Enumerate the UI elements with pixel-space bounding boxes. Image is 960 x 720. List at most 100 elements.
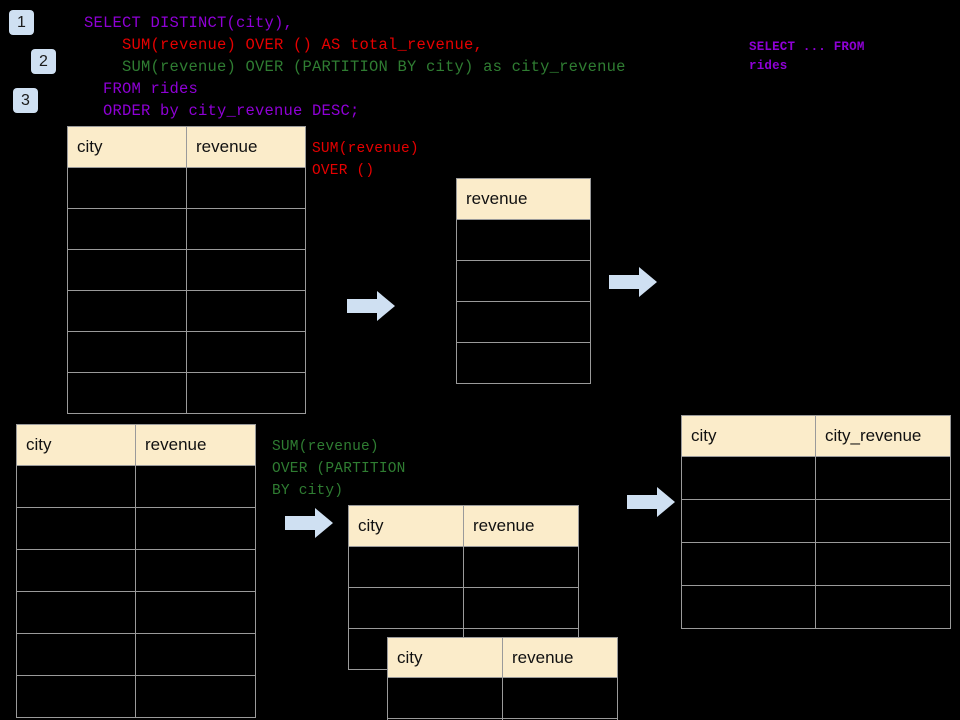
- column-header-revenue: revenue: [463, 505, 579, 547]
- cell-revenue: [135, 675, 256, 718]
- cell-city: [681, 499, 816, 543]
- column-header-revenue: revenue: [502, 637, 618, 678]
- column-header-city: city: [387, 637, 503, 678]
- cell-revenue: [463, 587, 579, 629]
- step-badge-3: 3: [13, 88, 38, 113]
- table-row: [681, 542, 951, 586]
- cell-city: [67, 290, 187, 332]
- table-row: [456, 260, 591, 302]
- table-row: [16, 591, 256, 634]
- cell-city: [67, 208, 187, 250]
- table-row: [681, 499, 951, 543]
- table-header-row: city revenue: [67, 126, 306, 168]
- table-header-row: revenue: [456, 178, 591, 220]
- table-row: [67, 249, 306, 291]
- cell-city: [67, 249, 187, 291]
- cell-revenue: [502, 718, 618, 720]
- cell-revenue: [463, 546, 579, 588]
- sql-line-order-by: ORDER by city_revenue DESC;: [84, 102, 360, 120]
- cell-city: [681, 585, 816, 629]
- cell-revenue: [186, 249, 306, 291]
- table-body: [16, 465, 256, 718]
- table-row: [67, 372, 306, 414]
- table-row: [67, 290, 306, 332]
- cell-city: [387, 677, 503, 719]
- cell-revenue: [186, 372, 306, 414]
- table-row: [456, 301, 591, 343]
- cell-revenue: [502, 677, 618, 719]
- step-badge-1: 1: [9, 10, 34, 35]
- column-header-city-revenue: city_revenue: [815, 415, 951, 457]
- flow-arrow-1: [347, 291, 395, 321]
- step-badge-2: 2: [31, 49, 56, 74]
- table-source-bottom: city revenue: [16, 424, 256, 718]
- cell-city-revenue: [815, 542, 951, 586]
- table-body: [387, 677, 618, 720]
- annotation-sum-over-partition: SUM(revenue) OVER (PARTITION BY city): [272, 439, 406, 499]
- cell-city: [348, 587, 464, 629]
- flow-arrow-2: [609, 267, 657, 297]
- column-header-city: city: [67, 126, 187, 168]
- column-header-revenue: revenue: [135, 424, 256, 466]
- flow-arrow-4: [627, 487, 675, 517]
- cell-revenue: [135, 633, 256, 676]
- table-row: [456, 219, 591, 261]
- sql-line-select-distinct: SELECT DISTINCT(city),: [84, 14, 294, 32]
- table-header-row: city city_revenue: [681, 415, 951, 457]
- table-row: [681, 585, 951, 629]
- flow-arrow-3: [285, 508, 333, 538]
- table-row: [16, 675, 256, 718]
- cell-city: [348, 546, 464, 588]
- cell-revenue: [135, 591, 256, 634]
- cell-city-revenue: [815, 585, 951, 629]
- cell-revenue: [456, 219, 591, 261]
- cell-revenue: [186, 290, 306, 332]
- table-body: [67, 167, 306, 414]
- cell-city: [681, 456, 816, 500]
- cell-city: [16, 465, 136, 508]
- table-row: [67, 167, 306, 209]
- table-partition-group-front: city revenue: [387, 637, 618, 720]
- table-header-row: city revenue: [387, 637, 618, 678]
- table-source-top: city revenue: [67, 126, 306, 414]
- annotation-select-from: SELECT ... FROM rides: [749, 40, 865, 73]
- cell-revenue: [135, 549, 256, 592]
- cell-revenue: [135, 465, 256, 508]
- table-row: [16, 465, 256, 508]
- table-row: [681, 456, 951, 500]
- table-header-row: city revenue: [16, 424, 256, 466]
- column-header-city: city: [348, 505, 464, 547]
- table-header-row: city revenue: [348, 505, 579, 547]
- cell-revenue: [456, 342, 591, 384]
- cell-revenue: [186, 167, 306, 209]
- cell-revenue: [135, 507, 256, 550]
- sql-line-from: FROM rides: [84, 80, 199, 98]
- table-row: [16, 633, 256, 676]
- cell-city-revenue: [815, 456, 951, 500]
- cell-revenue: [186, 208, 306, 250]
- cell-city: [16, 675, 136, 718]
- table-total-revenue: revenue: [456, 178, 591, 384]
- table-body: [456, 219, 591, 384]
- cell-city: [67, 331, 187, 373]
- table-row: [67, 208, 306, 250]
- table-row: [348, 587, 579, 629]
- cell-city: [681, 542, 816, 586]
- cell-revenue: [186, 331, 306, 373]
- annotation-sum-over-empty: SUM(revenue) OVER (): [312, 141, 419, 179]
- cell-city: [16, 549, 136, 592]
- column-header-city: city: [16, 424, 136, 466]
- cell-revenue: [456, 260, 591, 302]
- table-result: city city_revenue: [681, 415, 951, 629]
- table-row: [348, 546, 579, 588]
- cell-revenue: [456, 301, 591, 343]
- cell-city: [16, 591, 136, 634]
- table-body: [681, 456, 951, 629]
- sql-line-sum-over-total: SUM(revenue) OVER () AS total_revenue,: [84, 36, 484, 54]
- table-row: [16, 549, 256, 592]
- table-row: [387, 677, 618, 719]
- sql-line-sum-over-partition: SUM(revenue) OVER (PARTITION BY city) as…: [84, 58, 626, 76]
- column-header-revenue: revenue: [186, 126, 306, 168]
- table-row: [67, 331, 306, 373]
